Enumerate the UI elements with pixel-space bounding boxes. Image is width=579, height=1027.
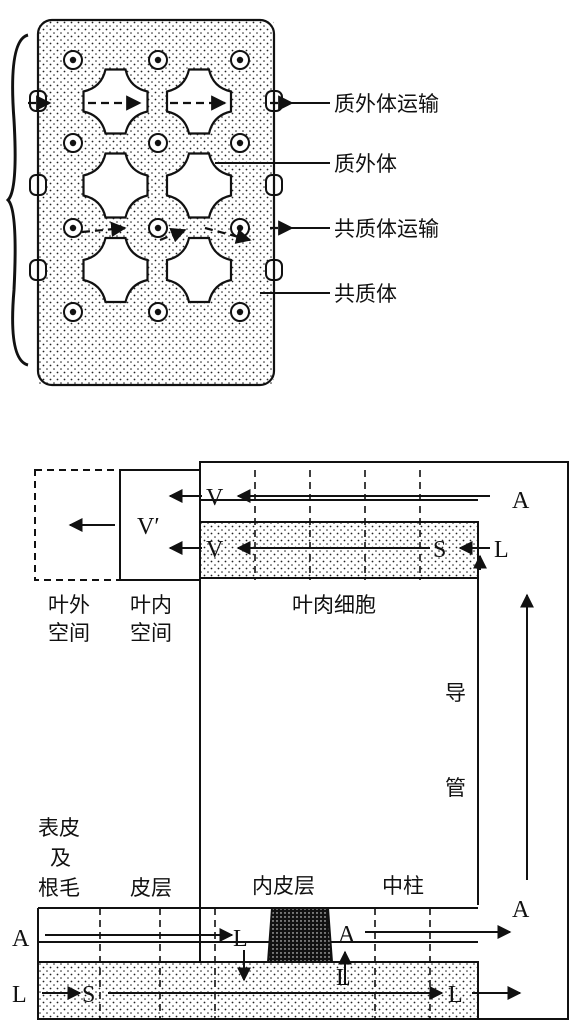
label-symplast: 共质体 [334, 282, 397, 306]
extraleaf-space-box [34, 469, 121, 581]
nucleolus [236, 139, 244, 147]
nucleolus [236, 56, 244, 64]
nucleolus [154, 56, 162, 64]
intercellular-space [165, 152, 233, 219]
label-epidermis-1: 表皮 [38, 816, 80, 840]
intercellular-space [82, 68, 149, 135]
label-vessel-1: 导 [445, 681, 466, 705]
nucleolus [236, 224, 244, 232]
nucleolus [154, 224, 162, 232]
symplast-arrow [81, 221, 127, 237]
label-V-prime: V′ [137, 514, 160, 540]
intraleaf-space-box [119, 469, 201, 581]
label-extraleaf-space-1: 叶外 [48, 593, 90, 617]
label-symplast-transport: 共质体运输 [334, 217, 439, 241]
label-apoplast: 质外体 [334, 152, 397, 176]
nucleolus [69, 139, 77, 147]
label-stele: 中柱 [382, 874, 424, 898]
label-L-leaf: L [494, 537, 509, 563]
label-S-root: S [82, 982, 95, 1008]
label-extraleaf-space-2: 空间 [48, 621, 90, 645]
root-cell-dividers [99, 908, 431, 1019]
nucleolus [69, 308, 77, 316]
label-cortex: 皮层 [130, 876, 172, 900]
label-L-root-mid: L [233, 926, 248, 952]
root-diagram: A L A A L S L L 表皮 及 根毛 皮层 内皮层 中柱 [12, 816, 530, 1020]
leaf-diagram: V V V′ A S L 叶外 空间 叶内 空间 叶肉细胞 导 管 [34, 461, 569, 1020]
nucleolus [154, 308, 162, 316]
symplast-arrow [204, 226, 252, 244]
label-A-leaf: A [512, 488, 530, 514]
label-intraleaf-space-2: 空间 [130, 621, 172, 645]
root-wall-band [37, 961, 479, 1020]
label-V-lower: V [206, 537, 224, 563]
label-epidermis-3: 根毛 [38, 876, 80, 900]
cell-grid [29, 18, 283, 387]
intercellular-space [165, 236, 233, 304]
tissue-outline [36, 18, 276, 387]
intercellular-space [82, 236, 149, 304]
label-mesophyll: 叶肉细胞 [292, 593, 376, 617]
label-vessel-2: 管 [445, 776, 466, 800]
nucleolus [236, 308, 244, 316]
label-A-root-left: A [12, 926, 30, 952]
nucleolus [154, 139, 162, 147]
label-L-root-left: L [12, 982, 27, 1008]
tissue-brace [5, 33, 29, 367]
cell-tissue-diagram: 质外体运输 质外体 共质体运输 共质体 [5, 18, 439, 387]
label-A-root-right: A [512, 897, 530, 923]
transport-arrows [28, 95, 294, 244]
label-A-root-stele: A [338, 922, 356, 948]
intercellular-space [82, 152, 149, 219]
nucleolus [69, 56, 77, 64]
mesophyll-cell-dividers [254, 470, 421, 580]
label-S-leaf: S [433, 537, 446, 563]
label-L-root-right: L [448, 982, 463, 1008]
label-epidermis-2: 及 [50, 846, 71, 870]
symplast-arrow [159, 227, 187, 243]
label-L-root-stele-lower: L [336, 965, 351, 991]
label-intraleaf-space-1: 叶内 [130, 593, 172, 617]
casparian-strip [266, 907, 334, 963]
intercellular-space [165, 68, 233, 135]
label-apoplast-transport: 质外体运输 [334, 92, 439, 116]
tissue-background [38, 20, 274, 385]
label-V-upper: V [206, 485, 224, 511]
nucleolus [69, 224, 77, 232]
label-endodermis: 内皮层 [252, 874, 315, 898]
